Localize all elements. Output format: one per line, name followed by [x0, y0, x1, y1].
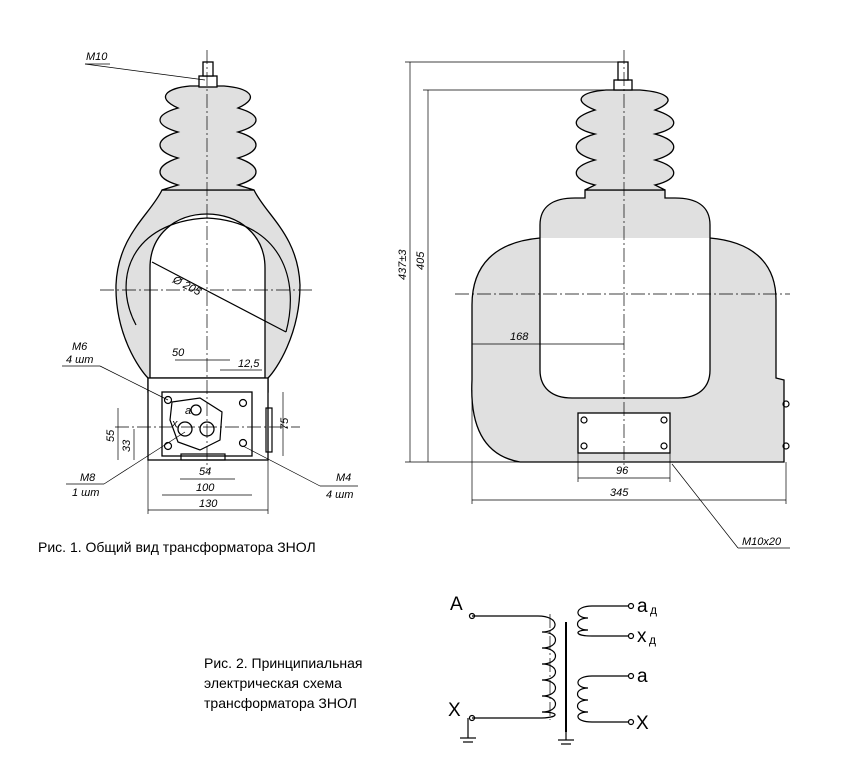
- m10-leader: [84, 63, 206, 81]
- front-terminal-stud: [202, 61, 214, 77]
- front-window: [149, 213, 266, 379]
- secondary-winding-1: [576, 605, 628, 637]
- front-terminal-nut: [198, 75, 218, 88]
- dia-205-leader: [151, 261, 287, 333]
- primary-winding: [537, 615, 557, 719]
- terminal-xd-label: x: [637, 626, 647, 647]
- side-terminal-stud: [617, 61, 629, 81]
- m10x20-leader: [671, 463, 739, 549]
- m6-label: M6: [72, 341, 88, 353]
- figure2-caption-line2: электрическая схема: [204, 675, 342, 691]
- m4-leader: [242, 445, 321, 487]
- terminal-a-label: a: [185, 405, 191, 417]
- side-terminal-nut: [613, 79, 633, 91]
- m4-screw: [163, 395, 173, 405]
- side-insulator: [575, 89, 675, 191]
- dim-55-label: 55: [105, 429, 117, 442]
- figure2-caption-line1: Рис. 2. Принципиальная: [204, 655, 363, 671]
- terminal-a-hole: [190, 404, 202, 416]
- side-view: 437±3 405 168 96 345 M10x20: [397, 50, 790, 549]
- dim-12-5-label: 12,5: [238, 358, 260, 370]
- side-tab: [265, 407, 273, 453]
- terminal-x-hole: [177, 421, 193, 437]
- terminal-A-label: A: [450, 594, 463, 615]
- dim-50-label: 50: [172, 347, 185, 359]
- base-tab: [180, 453, 226, 461]
- front-view: Ø 205 M10 x a 50 12,5: [62, 50, 358, 514]
- terminal-a-label: a: [637, 666, 648, 687]
- terminal-xd-subscript: д: [649, 633, 656, 647]
- terminal-contour: [169, 397, 223, 451]
- dim-75-label: 75: [279, 417, 291, 430]
- dim-168-label: 168: [510, 331, 529, 343]
- m4-screw: [238, 398, 248, 408]
- schematic: A X a д x д a X: [448, 594, 657, 745]
- figure1-caption: Рис. 1. Общий вид трансформатора ЗНОЛ: [38, 539, 316, 555]
- terminal-x-label: x: [171, 418, 178, 430]
- m10x20-label: M10x20: [742, 536, 782, 548]
- m6-leader: [99, 365, 169, 401]
- m8-qty-label: 1 шт: [72, 487, 99, 499]
- figure2-caption-line3: трансформатора ЗНОЛ: [204, 695, 357, 711]
- m8-leader: [103, 431, 186, 485]
- dim-33-label: 33: [121, 439, 133, 452]
- dim-96-label: 96: [616, 465, 629, 477]
- side-window: [539, 238, 711, 399]
- terminal-node: [627, 632, 635, 640]
- terminal-node: [468, 612, 476, 620]
- terminal-x-label: X: [636, 713, 649, 734]
- m8-label: M8: [80, 472, 96, 484]
- m10-label: M10: [86, 51, 108, 63]
- dim-54-label: 54: [199, 466, 211, 478]
- front-insulator: [159, 85, 257, 191]
- terminal-ad-subscript: д: [650, 603, 657, 617]
- dim-405-label: 405: [415, 251, 427, 270]
- secondary-winding-2: [576, 675, 628, 723]
- dim-437-label: 437±3: [397, 249, 409, 280]
- terminal-node: [627, 602, 635, 610]
- terminal-node: [627, 718, 635, 726]
- m4-label: M4: [336, 472, 351, 484]
- dim-130-label: 130: [199, 498, 218, 510]
- dim-345-label: 345: [610, 487, 629, 499]
- m6-qty-label: 4 шт: [66, 354, 93, 366]
- terminal-X-label: X: [448, 700, 461, 721]
- m4-screw: [238, 438, 248, 448]
- dim-100-label: 100: [196, 482, 215, 494]
- terminal-ad-label: a: [637, 596, 648, 617]
- terminal-node: [468, 714, 476, 722]
- terminal-node: [627, 672, 635, 680]
- m4-qty-label: 4 шт: [326, 489, 353, 501]
